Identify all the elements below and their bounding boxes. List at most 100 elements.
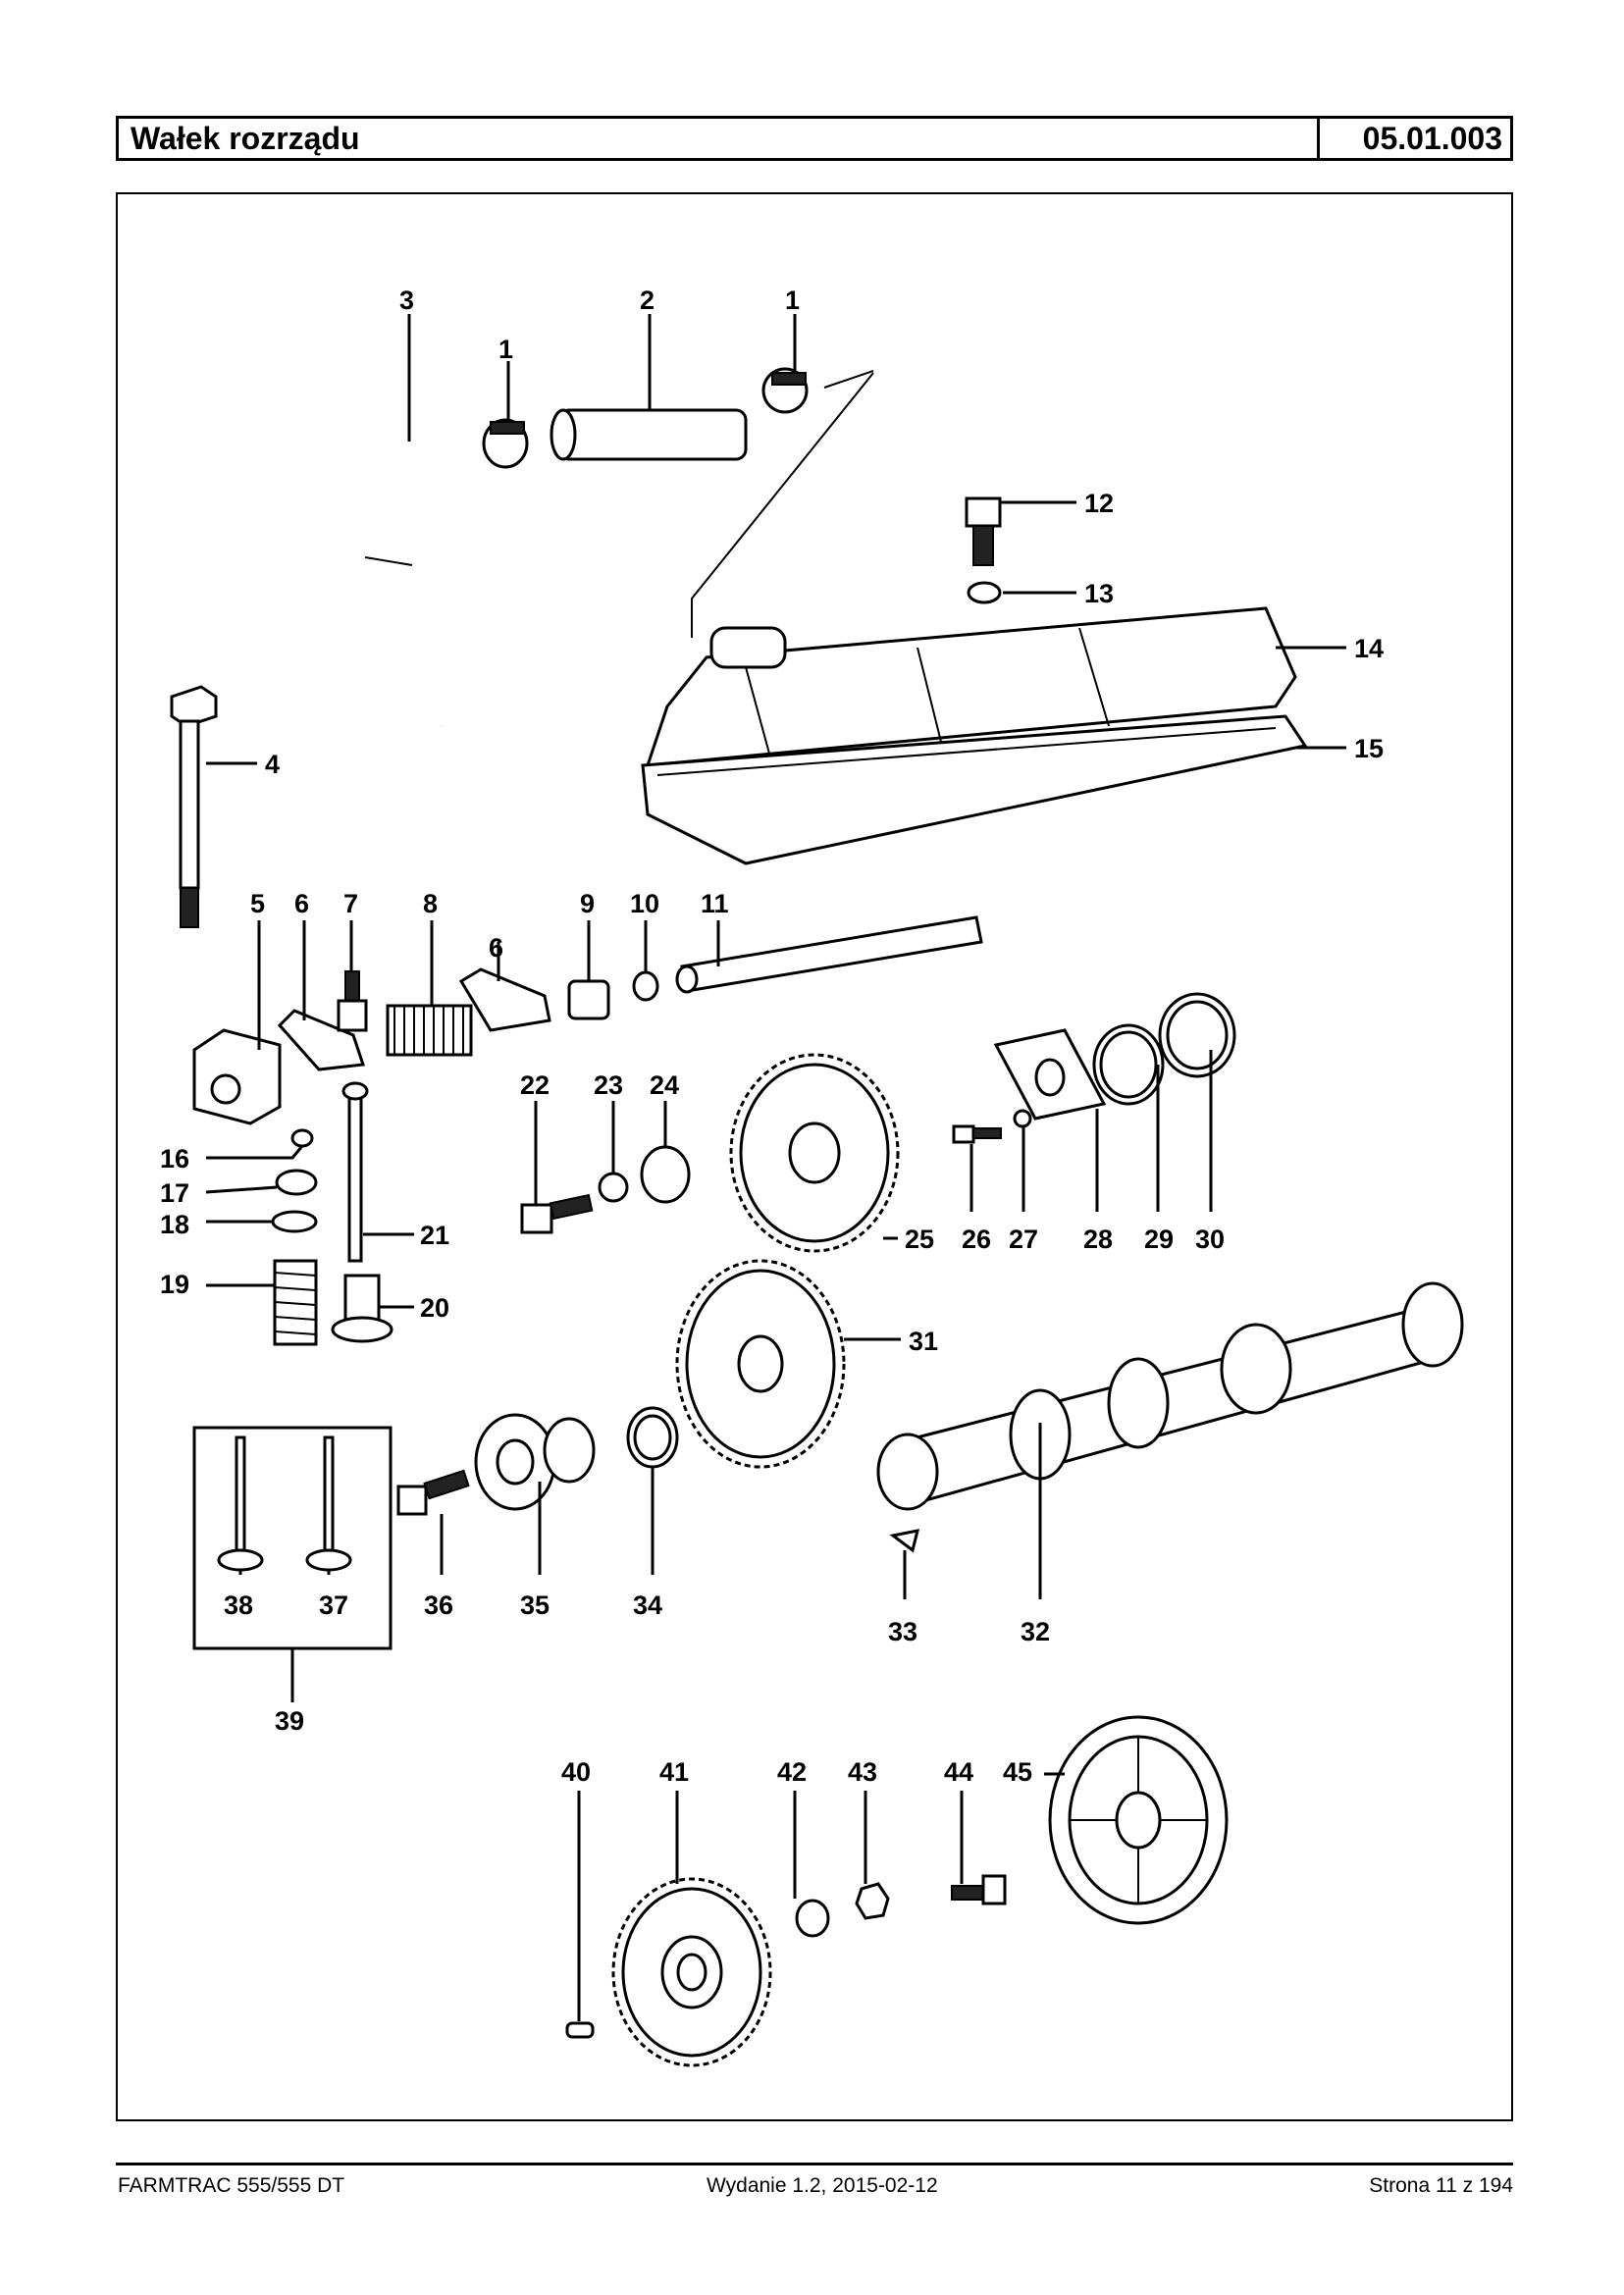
callout-label: 27 <box>1009 1225 1038 1254</box>
callout-label: 43 <box>848 1757 877 1787</box>
footer-divider <box>116 2163 1513 2165</box>
plate-washer <box>1013 1109 1032 1128</box>
camshaft-gear <box>675 1259 846 1469</box>
callout-label: 44 <box>944 1757 973 1787</box>
callout-label: 14 <box>1354 634 1384 663</box>
spring-seat <box>271 1210 318 1233</box>
rocker-spring <box>386 1004 473 1057</box>
bushing-large <box>1158 992 1236 1078</box>
callout-label: 1 <box>498 335 513 364</box>
callout-label: 10 <box>630 889 659 918</box>
spacer <box>567 979 610 1020</box>
cover-washer <box>967 581 1002 604</box>
valve-spring <box>273 1259 318 1346</box>
woodruff-key <box>889 1529 920 1553</box>
shaft-washer <box>632 970 659 1002</box>
callout-label: 38 <box>224 1591 253 1620</box>
diagram-frame <box>116 192 1513 2121</box>
pulley-spacer <box>795 1899 830 1938</box>
adjusting-screw <box>337 970 368 1032</box>
rocker-arm-right <box>458 967 551 1032</box>
callout-label: 45 <box>1003 1757 1032 1787</box>
callout-label: 21 <box>420 1221 449 1250</box>
callout-label: 15 <box>1354 734 1384 763</box>
valve-keeper <box>290 1128 314 1148</box>
gear-lock-washer <box>598 1172 629 1203</box>
page-header: Wałek rozrządu 05.01.003 <box>116 116 1513 161</box>
callout-label: 22 <box>520 1070 550 1100</box>
rocker-support <box>192 1028 282 1125</box>
callout-label: 32 <box>1021 1617 1050 1646</box>
callout-label: 2 <box>640 286 655 315</box>
callout-label: 12 <box>1084 489 1114 518</box>
callout-label: 40 <box>561 1757 591 1787</box>
breather-hose <box>364 437 492 729</box>
valves-box <box>192 1426 393 1650</box>
callout-label: 23 <box>594 1070 623 1100</box>
hub-bolt <box>396 1469 470 1516</box>
bushing-small <box>1092 1023 1165 1106</box>
callout-label: 37 <box>319 1591 348 1620</box>
callout-label: 31 <box>909 1327 938 1356</box>
callout-label: 13 <box>1084 579 1114 608</box>
callout-label: 9 <box>580 889 595 918</box>
callout-label: 36 <box>424 1591 453 1620</box>
hose-clamp-left <box>482 418 529 469</box>
callout-label: 6 <box>294 889 309 918</box>
rocker-shaft <box>675 915 983 994</box>
callout-label: 42 <box>777 1757 807 1787</box>
callout-label: 11 <box>701 889 729 918</box>
cover-gasket <box>641 714 1308 865</box>
callout-label: 34 <box>633 1591 662 1620</box>
callout-label: 26 <box>962 1225 991 1254</box>
callout-label: 3 <box>399 286 414 315</box>
callout-label: 6 <box>489 933 503 963</box>
callout-label: 24 <box>650 1070 679 1100</box>
callout-label: 7 <box>343 889 358 918</box>
thrust-plate <box>993 1028 1107 1121</box>
pipe <box>550 408 748 461</box>
pulley-bolt <box>951 1874 1007 1905</box>
rocker-arm-left <box>277 1009 366 1071</box>
section-code: 05.01.003 <box>1362 121 1502 156</box>
idler-gear-large <box>729 1053 900 1253</box>
callout-label: 1 <box>785 286 800 315</box>
gear-bolt <box>520 1193 594 1234</box>
long-bolt <box>170 685 218 928</box>
crankshaft-pulley <box>1048 1715 1229 1925</box>
footer-page: Strona 11 z 194 <box>1369 2174 1513 2197</box>
dowel-pin <box>565 2021 595 2039</box>
callout-label: 33 <box>888 1617 917 1646</box>
callout-label: 29 <box>1144 1225 1174 1254</box>
cover-bolt <box>965 496 1002 566</box>
camshaft-bushing <box>626 1406 679 1469</box>
callout-label: 28 <box>1083 1225 1113 1254</box>
callout-label: 17 <box>160 1178 189 1208</box>
callout-labels: 1 1 2 3 4 5 6 6 7 8 9 10 11 12 13 14 15 … <box>160 286 1384 1787</box>
callout-label: 35 <box>520 1591 550 1620</box>
push-rod <box>341 1081 369 1263</box>
leader-lines <box>205 314 1346 2021</box>
callout-label: 30 <box>1195 1225 1225 1254</box>
callout-label: 4 <box>265 750 280 779</box>
pulley-nut <box>855 1882 890 1920</box>
callout-label: 39 <box>275 1706 304 1736</box>
callout-label: 41 <box>659 1757 689 1787</box>
gear-thrust-washer <box>640 1145 691 1204</box>
callout-label: 16 <box>160 1144 189 1174</box>
camshaft-hub <box>474 1413 596 1511</box>
plate-bolt <box>952 1124 1002 1144</box>
callout-label: 8 <box>423 889 438 918</box>
callout-label: 19 <box>160 1270 189 1299</box>
hose-clamp-right <box>761 367 809 414</box>
callout-label: 25 <box>905 1225 934 1254</box>
footer-edition: Wydanie 1.2, 2015-02-12 <box>707 2174 938 2197</box>
valve-cover <box>645 606 1297 776</box>
page-title: Wałek rozrządu <box>119 119 1320 158</box>
callout-label: 18 <box>160 1210 189 1239</box>
callout-label: 5 <box>250 889 265 918</box>
valve-guide <box>331 1274 393 1343</box>
crankshaft-gear <box>611 1877 772 2067</box>
camshaft <box>876 1281 1464 1511</box>
